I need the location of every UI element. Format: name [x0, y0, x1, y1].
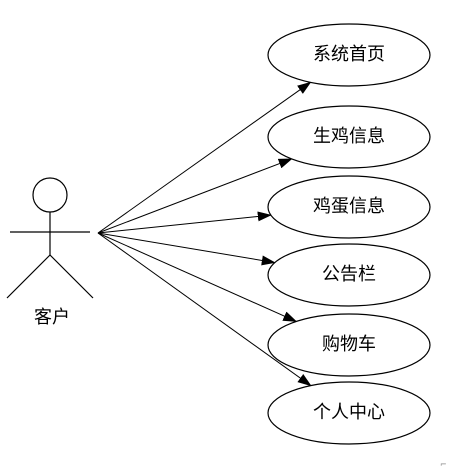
use-case-ellipse: [267, 175, 431, 239]
use-case-label: 公告栏: [322, 264, 376, 285]
use-case-ellipses: [267, 23, 431, 445]
use-case-label: 购物车: [322, 334, 376, 355]
use-case-ellipse: [267, 243, 431, 307]
use-case-ellipse: [267, 313, 431, 377]
association-arrow: [97, 232, 312, 387]
use-case-ellipse: [267, 23, 431, 87]
association-arrow: [97, 232, 276, 266]
use-case-ellipse: [267, 381, 431, 445]
association-lines: [97, 81, 312, 387]
use-case-label: 生鸡信息: [313, 126, 385, 147]
actor-head: [32, 177, 68, 213]
use-case-label: 个人中心: [313, 402, 385, 423]
association-arrow: [97, 211, 272, 234]
association-arrow: [97, 81, 312, 234]
actor-figure: [6, 177, 94, 299]
association-arrow: [97, 232, 298, 322]
association-arrow: [97, 158, 293, 234]
use-case-label: 系统首页: [313, 44, 385, 65]
actor-left-leg: [6, 254, 51, 299]
use-case-ellipse: [267, 105, 431, 169]
corner-mark: ⌐: [440, 460, 447, 468]
use-case-label: 鸡蛋信息: [313, 196, 385, 217]
actor-label: 客户: [34, 307, 70, 328]
actor-right-leg: [49, 254, 94, 299]
